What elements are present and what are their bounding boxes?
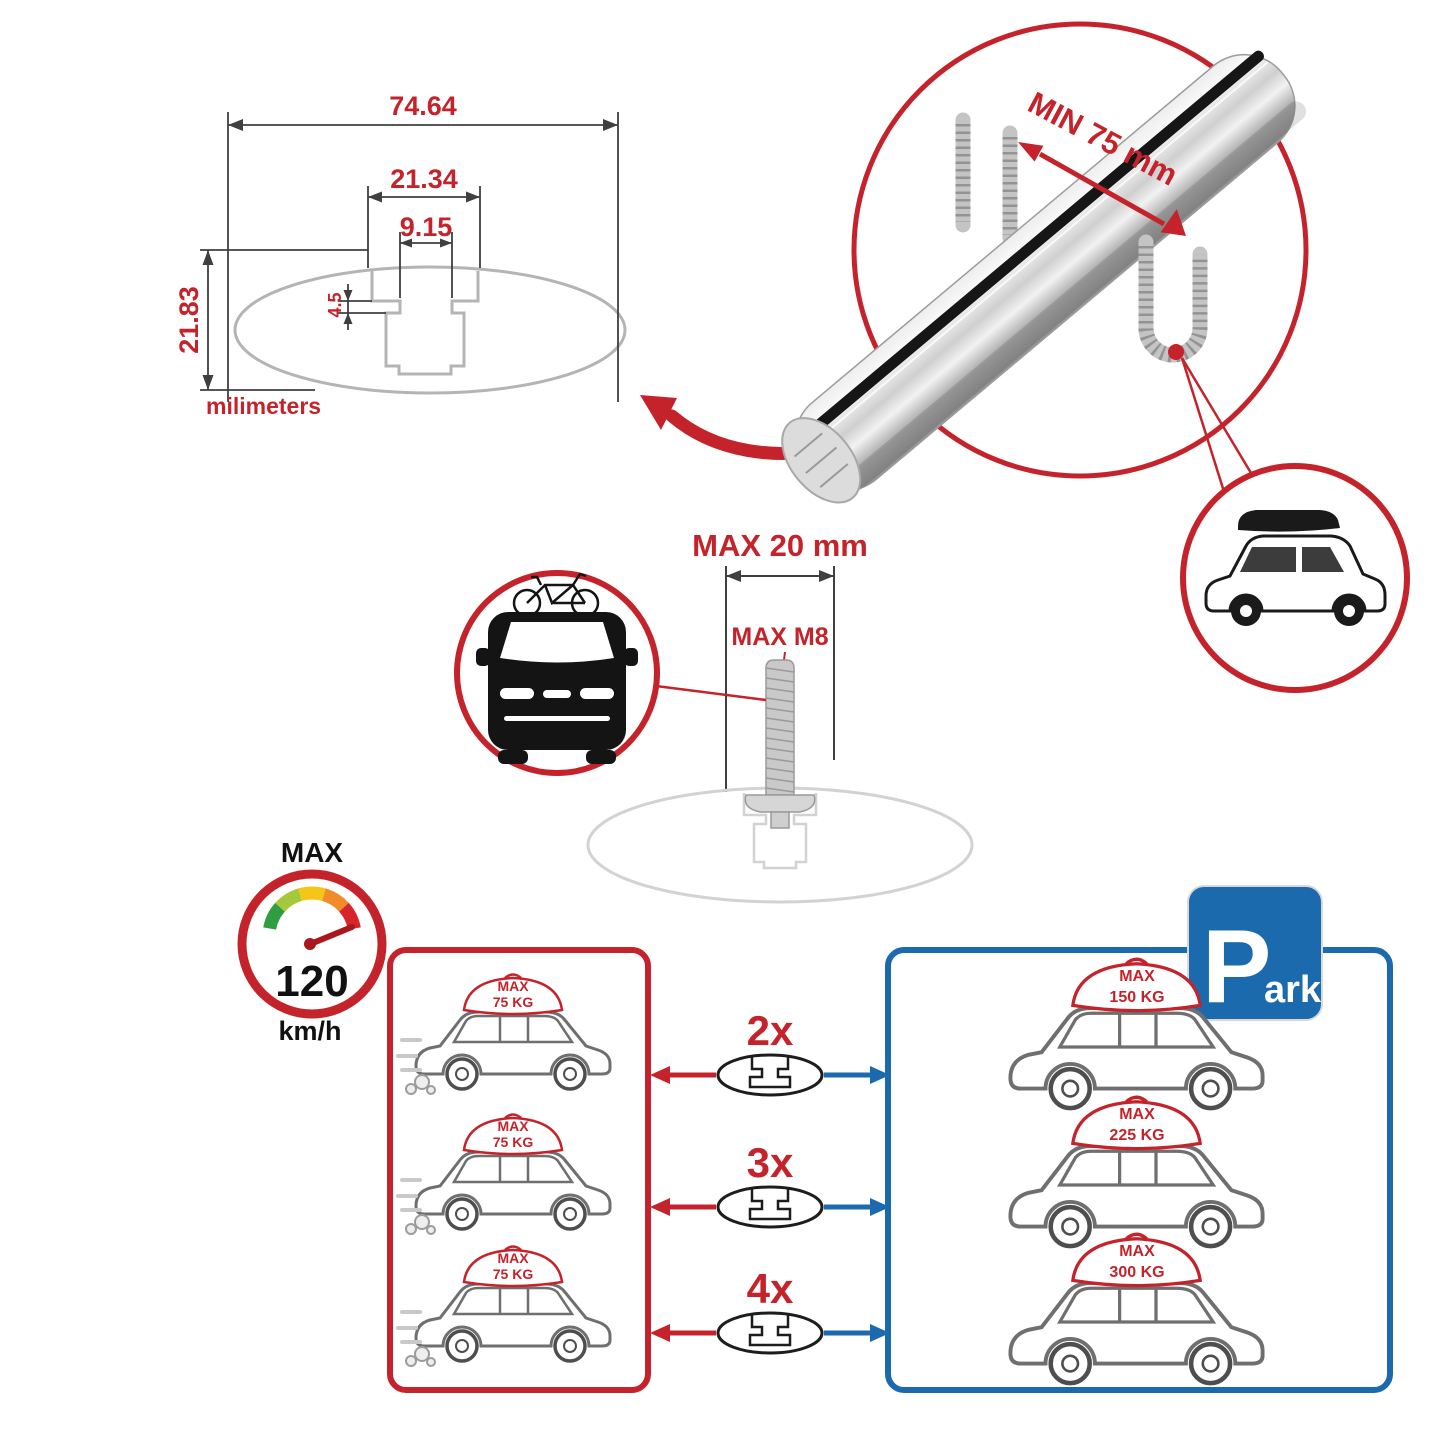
suv-roofbox-icon — [1204, 510, 1387, 626]
roof-bag-weight: 75 KG — [493, 1266, 534, 1282]
dimension-slot-width: 9.15 — [399, 212, 453, 298]
zoom-circle — [851, 21, 1309, 479]
dimension-lip-depth: 4.5 — [325, 284, 386, 330]
roof-bag-weight: 75 KG — [493, 994, 534, 1010]
clamp-point-dot — [1168, 344, 1184, 360]
bolt-icon — [744, 659, 816, 829]
bar-count-label: 3x — [747, 1139, 794, 1186]
roof-bag-max-label: MAX — [497, 1250, 529, 1266]
bar-section-icon — [716, 1185, 824, 1229]
u-bolt-lower — [1138, 234, 1208, 363]
bike-on-car-circle — [454, 570, 767, 776]
roof-bag-weight: 225 KG — [1109, 1127, 1164, 1144]
profile-ellipse — [233, 265, 627, 395]
roof-bag-max-label: MAX — [1119, 1243, 1155, 1260]
speed-value: 120 — [275, 957, 348, 1006]
bar-section-icon — [716, 1053, 824, 1097]
driving-cars: MAX 75 KG MAX 75 KG MAX 75 KG — [396, 972, 612, 1368]
car-front-icon — [476, 612, 638, 764]
leader-line — [1180, 357, 1256, 479]
roof-bag-weight: 150 KG — [1109, 989, 1164, 1006]
top-width-value: 21.34 — [390, 164, 458, 194]
multiplier-row-3x: 3x — [650, 1139, 890, 1229]
height-value: 21.83 — [174, 286, 204, 354]
gauge-arc — [263, 886, 361, 930]
multiplier-row-4x: 4x — [650, 1265, 890, 1355]
dimension-top-width: 21.34 — [367, 164, 481, 268]
multiplier-rows: 2x 3x 4x — [650, 1007, 890, 1355]
roof-bag-max-label: MAX — [497, 1118, 529, 1134]
total-width-value: 74.64 — [389, 91, 457, 121]
bar-count-label: 4x — [747, 1265, 794, 1312]
roof-bag-weight: 300 KG — [1109, 1264, 1164, 1281]
dimension-total-width: 74.64 — [227, 91, 619, 402]
multiplier-row-2x: 2x — [650, 1007, 890, 1097]
parking-sign-rest: ark — [1264, 969, 1322, 1011]
t-slot-profile — [370, 271, 480, 376]
parking-sign-letter: P — [1202, 909, 1271, 1025]
bolt-length-label: MAX 20 mm — [692, 528, 868, 563]
u-bolt-upper — [955, 112, 1018, 246]
roof-bag-max-label: MAX — [497, 978, 529, 994]
roof-bag-max-label: MAX — [1119, 1106, 1155, 1123]
leader-line — [1180, 357, 1228, 499]
parked-cars: MAX 150 KG MAX 225 KG MAX 300 KG — [1010, 959, 1262, 1383]
left-arrowhead — [650, 1324, 670, 1342]
right-arrowhead — [870, 1066, 890, 1084]
right-arrowhead — [870, 1198, 890, 1216]
suv-roofbox-circle — [1180, 463, 1410, 693]
roof-bag-weight: 75 KG — [493, 1134, 534, 1150]
left-arrowhead — [650, 1066, 670, 1084]
bolt-diagram: MAX 20 mm MAX M8 — [454, 528, 974, 904]
gauge-pivot — [304, 938, 316, 950]
bar-section-icon — [716, 1311, 824, 1355]
cross-section-drawing: 74.64 21.34 9.15 4.5 — [174, 91, 627, 419]
left-arrowhead — [650, 1198, 670, 1216]
bar-count-label: 2x — [747, 1007, 794, 1054]
parking-sign: P ark — [1187, 885, 1323, 1025]
speed-max-label: MAX — [281, 837, 344, 868]
crossbar — [781, 50, 1307, 504]
lip-depth-value: 4.5 — [325, 292, 345, 317]
dimension-height: 21.83 — [174, 249, 368, 391]
units-label: milimeters — [206, 393, 321, 419]
roof-bag-max-label: MAX — [1119, 968, 1155, 985]
speed-units: km/h — [278, 1016, 341, 1046]
right-arrowhead — [870, 1324, 890, 1342]
speedometer: MAX 120 km/h — [237, 837, 387, 1046]
slot-width-value: 9.15 — [400, 212, 453, 242]
bolt-thread-label: MAX M8 — [731, 623, 828, 651]
